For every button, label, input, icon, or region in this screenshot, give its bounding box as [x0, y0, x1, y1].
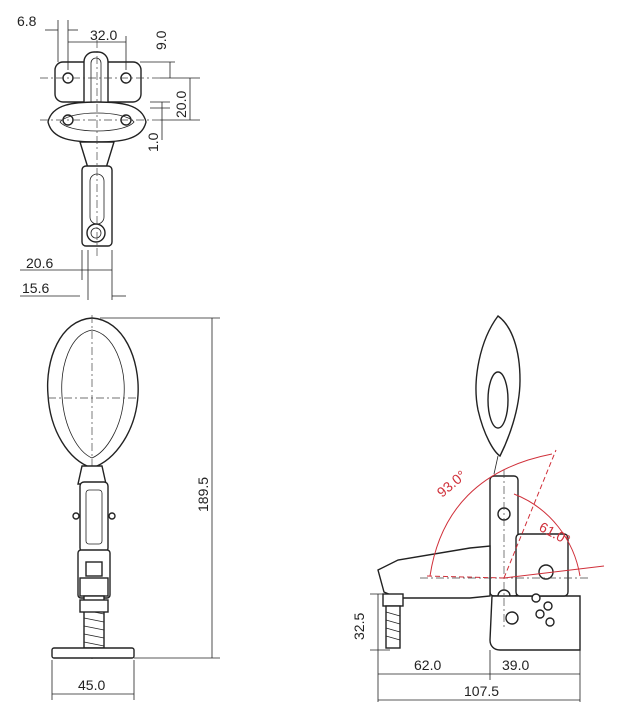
base-foot-front: [51, 647, 135, 659]
spindle-nut-front: [85, 561, 103, 577]
base-block-side: [489, 595, 581, 651]
dim-20: 20.0: [173, 91, 189, 118]
pivot-plate-side: [515, 533, 569, 597]
link-arm-front: [79, 481, 109, 553]
dim-9: 9.0: [153, 30, 169, 50]
top-view: 6.8 32.0 9.0 20.0 1.0 20.6 15.6: [17, 13, 200, 300]
dim-32: 32.0: [90, 27, 117, 43]
spindle-side: [382, 593, 404, 607]
front-view: 189.5 45.0: [46, 315, 220, 700]
dim-32-5: 32.5: [351, 613, 367, 640]
handle-front: [46, 317, 139, 469]
dim-107-5: 107.5: [464, 683, 499, 699]
angle-93: 93.0°: [434, 467, 469, 500]
dim-1: 1.0: [145, 132, 161, 152]
dim-189-5: 189.5: [195, 477, 211, 512]
dim-45: 45.0: [78, 677, 105, 693]
dim-15-6: 15.6: [22, 280, 49, 296]
dim-6-8: 6.8: [17, 13, 37, 29]
angle-arc-93: [429, 453, 553, 577]
clamp-arm-side: [377, 545, 491, 599]
side-view: 93.0° 61.0° 32.5 62.0 39.0 107.5: [351, 315, 605, 702]
dim-62: 62.0: [414, 657, 441, 673]
handle-grip: [487, 371, 509, 429]
dim-39: 39.0: [502, 657, 529, 673]
dim-20-6: 20.6: [26, 255, 53, 271]
angle-arc-61: [513, 493, 581, 577]
spindle-tip: [86, 223, 106, 243]
